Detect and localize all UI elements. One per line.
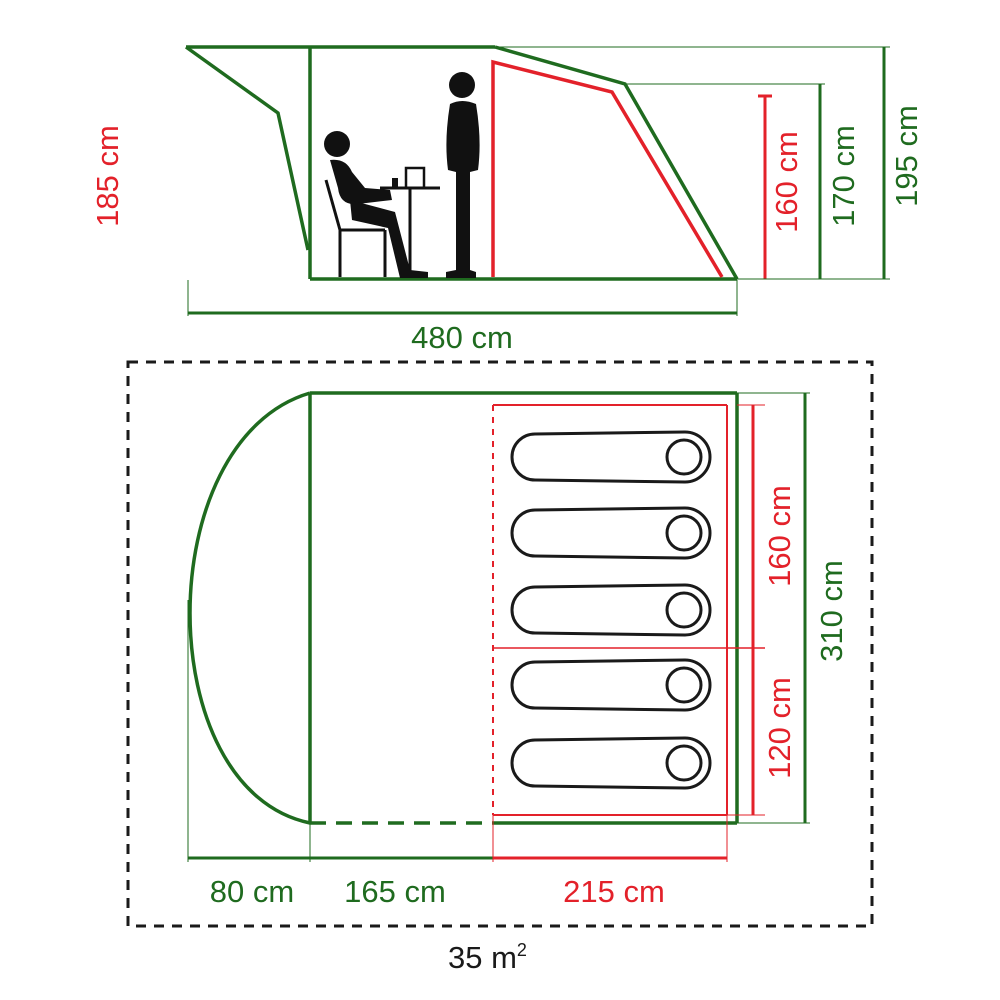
standing-person-icon — [446, 72, 480, 278]
sleeping-bag-icon — [510, 736, 712, 790]
label-depth-160: 160 cm — [762, 485, 797, 587]
box-icon — [404, 166, 426, 190]
sleeping-bag-icon — [510, 583, 712, 637]
bedroom-inner-outline — [491, 59, 724, 278]
sleeping-bag-icon — [510, 430, 712, 484]
canopy-outline — [184, 45, 310, 251]
sitting-person-icon — [324, 131, 428, 278]
label-width-165: 165 cm — [344, 874, 446, 909]
footprint-dashed-border — [126, 360, 874, 928]
chair-icon — [324, 179, 387, 277]
label-width-215: 215 cm — [563, 874, 665, 909]
sleeping-bag-icon — [510, 506, 712, 560]
label-height-160: 160 cm — [769, 131, 804, 233]
label-area: 35 m2 — [448, 940, 527, 975]
sleeping-bag-icon — [510, 658, 712, 712]
cup-icon — [392, 178, 398, 188]
area-value: 35 m — [448, 940, 517, 975]
floor-plan: 80 cm 165 cm 215 cm 160 cm 120 cm 310 cm… — [126, 360, 874, 975]
label-length-480: 480 cm — [411, 320, 513, 355]
area-superscript: 2 — [517, 940, 527, 960]
bedroom-area — [492, 404, 765, 816]
side-view: 185 cm 160 cm 170 cm 195 cm 480 cm — [90, 45, 924, 355]
people-silhouette-icon — [324, 72, 480, 278]
label-depth-120: 120 cm — [762, 677, 797, 779]
sleeping-bags — [510, 430, 712, 790]
table-icon — [380, 186, 440, 277]
label-height-195: 195 cm — [889, 105, 924, 207]
label-depth-310: 310 cm — [814, 560, 849, 662]
label-width-80: 80 cm — [210, 874, 294, 909]
label-height-170: 170 cm — [826, 125, 861, 227]
porch-curve — [188, 391, 311, 825]
label-height-185: 185 cm — [90, 125, 125, 227]
